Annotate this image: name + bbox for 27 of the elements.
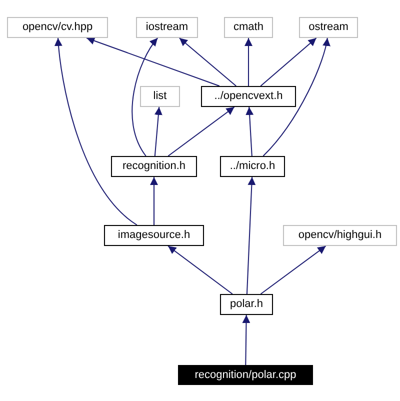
- file-box: iostream: [136, 17, 198, 38]
- file-box: ostream: [299, 17, 358, 38]
- arrow: [178, 38, 237, 86]
- file-box: opencv/highgui.h: [283, 225, 397, 246]
- arrow: [154, 106, 162, 156]
- file-box: ../opencvext.h: [201, 86, 296, 107]
- file-box: list: [140, 86, 180, 107]
- file-box: polar.h: [220, 294, 273, 315]
- file-box: ../micro.h: [220, 156, 285, 177]
- arrow: [242, 314, 250, 366]
- arrow: [246, 106, 254, 156]
- arrow: [260, 38, 317, 86]
- arrow: [246, 176, 256, 294]
- arrow: [150, 176, 158, 226]
- arrow: [132, 38, 158, 156]
- arrow: [260, 246, 326, 294]
- arrow: [54, 38, 138, 226]
- file-box: recognition.h: [111, 156, 197, 177]
- arrow: [168, 246, 233, 294]
- file-box: cmath: [224, 17, 273, 38]
- arrow: [168, 106, 235, 156]
- file-box: opencv/cv.hpp: [7, 17, 108, 38]
- file-box: imagesource.h: [104, 225, 204, 246]
- arrow: [262, 38, 330, 156]
- arrow: [86, 36, 220, 86]
- arrow: [244, 38, 252, 86]
- file-box: recognition/polar.cpp: [178, 365, 313, 385]
